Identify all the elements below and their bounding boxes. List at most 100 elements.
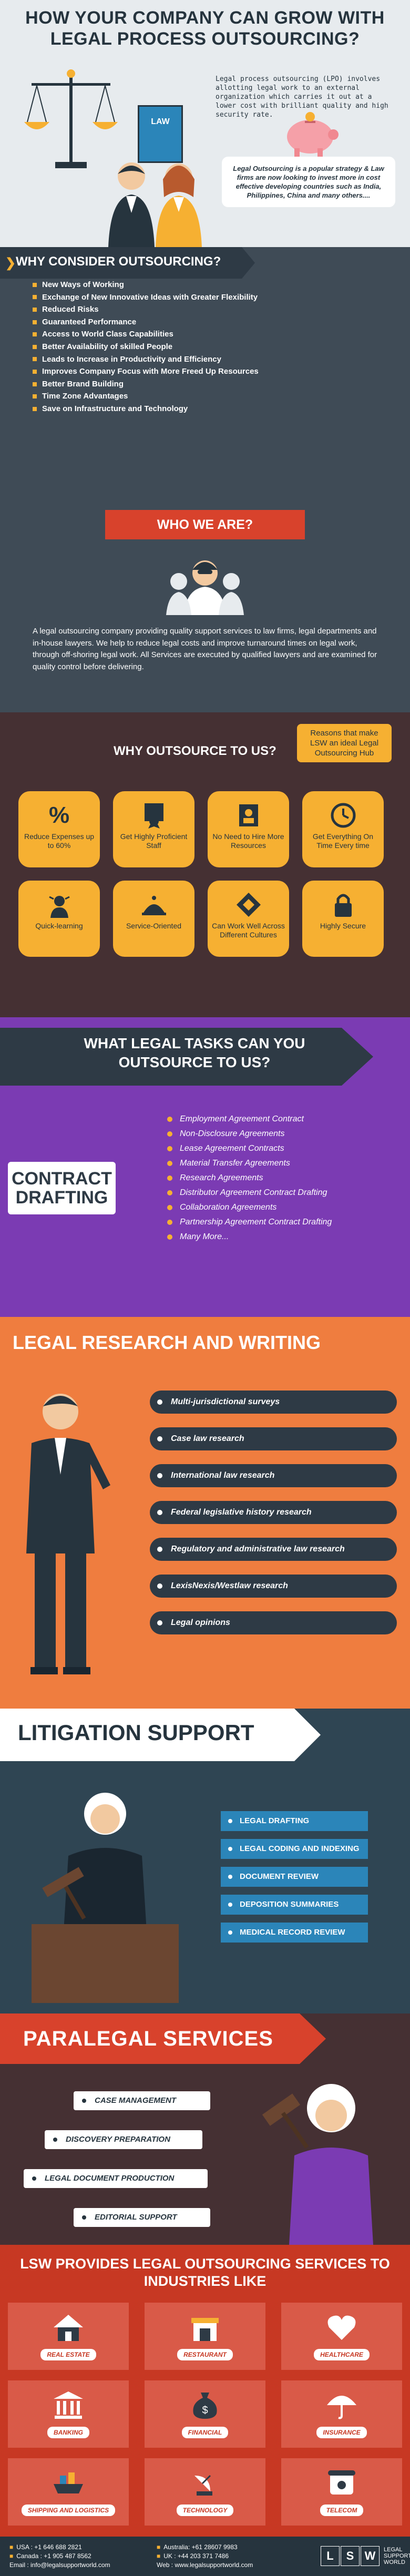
industry-card: RESTAURANT <box>145 2303 265 2370</box>
bullet-icon <box>157 1473 162 1478</box>
team-icon <box>166 560 244 615</box>
house-icon <box>50 2309 87 2346</box>
bullet-icon: ■ <box>157 2552 161 2560</box>
research-item: Regulatory and administrative law resear… <box>150 1538 397 1561</box>
industry-card: BANKING <box>8 2380 129 2448</box>
bullet-icon <box>167 1117 172 1122</box>
reason-card: Get Highly Proficient Staff <box>113 791 194 867</box>
bullet-icon <box>33 307 37 312</box>
bullet-icon <box>32 2176 36 2181</box>
lock-icon <box>325 890 362 919</box>
list-item: Reduced Risks <box>33 303 259 316</box>
paralegal-item: DISCOVERY PREPARATION <box>45 2130 202 2149</box>
web-link[interactable]: Web : www.legalsupportworld.com <box>157 2561 253 2569</box>
industry-card: SHIPPING AND LOGISTICS <box>8 2458 129 2526</box>
bullet-icon <box>33 357 37 362</box>
who-we-are-title: WHO WE ARE? <box>105 510 305 539</box>
litigation-item: LEGAL DRAFTING <box>221 1811 368 1831</box>
legal-research-section: LEGAL RESEARCH AND WRITING Multi-jurisdi… <box>0 1317 410 1709</box>
bullet-icon <box>82 2215 86 2220</box>
list-item: Many More... <box>167 1230 332 1244</box>
scales-of-justice-icon <box>24 69 118 168</box>
judge-icon <box>262 2084 373 2245</box>
reason-card: No Need to Hire More Resources <box>208 791 289 867</box>
bullet-icon <box>33 344 37 349</box>
who-we-are-section: WHO WE ARE? A legal outsourcing company … <box>0 499 410 712</box>
piggy-bank-icon <box>287 112 339 157</box>
bullet-icon: ■ <box>9 2552 14 2560</box>
why-us-callout: Reasons that make LSW an ideal Legal Out… <box>297 724 392 762</box>
clock-icon <box>325 801 362 830</box>
paralegal-title: PARALEGAL SERVICES <box>23 2027 273 2050</box>
paralegal-item: EDITORIAL SUPPORT <box>74 2208 210 2227</box>
bullet-icon <box>228 1930 232 1935</box>
list-item: Research Agreements <box>167 1171 332 1185</box>
money-bag-icon: $ <box>187 2387 223 2424</box>
why-us-title: WHY OUTSOURCE TO US? <box>114 744 276 758</box>
list-item: New Ways of Working <box>33 279 259 291</box>
paralegal-section: PARALEGAL SERVICES CASE MANAGEMENT DISCO… <box>0 2013 410 2245</box>
bullet-icon <box>157 1510 162 1515</box>
ship-icon <box>50 2465 87 2501</box>
brain-icon <box>41 890 78 919</box>
no-hire-icon <box>230 801 267 830</box>
litigation-section: LITIGATION SUPPORT LEGAL DRAFTING LEGAL … <box>0 1709 410 2013</box>
bullet-icon: ■ <box>157 2543 161 2551</box>
list-item: Material Transfer Agreements <box>167 1156 332 1171</box>
list-item: Collaboration Agreements <box>167 1200 332 1215</box>
bullet-icon <box>167 1220 172 1225</box>
percent-icon: % <box>48 802 70 828</box>
litigation-item: DEPOSITION SUMMARIES <box>221 1895 368 1915</box>
research-item: Legal opinions <box>150 1611 397 1634</box>
contract-drafting-badge: CONTRACT DRAFTING <box>8 1162 116 1214</box>
intro-text: Legal process outsourcing (LPO) involves… <box>216 75 388 119</box>
reason-card: % Reduce Expenses up to 60% <box>18 791 100 867</box>
outsourcing-quote: Legal Outsourcing is a popular strategy … <box>222 157 395 207</box>
why-outsource-to-us-section: WHY OUTSOURCE TO US? Reasons that make L… <box>0 712 410 1017</box>
bullet-icon <box>157 1583 162 1589</box>
bullet-icon <box>167 1190 172 1195</box>
lsw-logo: L S W LEGAL SUPPORT WORLD <box>321 2546 410 2566</box>
section-arrow-shape <box>0 2013 326 2064</box>
bullet-icon: ■ <box>9 2543 14 2551</box>
paralegal-item: CASE MANAGEMENT <box>74 2091 210 2110</box>
svg-text:$: $ <box>202 2405 208 2416</box>
service-icon <box>136 890 172 919</box>
bullet-icon <box>167 1175 172 1181</box>
research-item: LexisNexis/Westlaw research <box>150 1575 397 1598</box>
bullet-icon <box>228 1875 232 1879</box>
bullet-icon <box>33 369 37 374</box>
page-title: How your company can grow with legal pro… <box>25 8 385 49</box>
list-item: Improves Company Focus with More Freed U… <box>33 365 259 378</box>
bank-icon <box>50 2387 87 2424</box>
footer-section: ■USA : +1 646 688 2821 ■Australia: +61 2… <box>0 2537 410 2576</box>
industry-card: TECHNOLOGY <box>145 2458 265 2526</box>
list-item: Non-Disclosure Agreements <box>167 1127 332 1141</box>
bullet-icon <box>167 1161 172 1166</box>
bullet-icon <box>157 1620 162 1626</box>
list-item: Guaranteed Performance <box>33 316 259 329</box>
reason-card: Get Everything On Time Every time <box>302 791 384 867</box>
list-item: Better Availability of skilled People <box>33 341 259 353</box>
industry-card: REAL ESTATE <box>8 2303 129 2370</box>
list-item: Partnership Agreement Contract Drafting <box>167 1215 332 1230</box>
phone-icon <box>323 2465 360 2501</box>
research-item: Federal legislative history research <box>150 1501 397 1524</box>
bullet-icon <box>228 1847 232 1851</box>
list-item: Employment Agreement Contract <box>167 1112 332 1127</box>
bullet-icon <box>33 320 37 324</box>
legal-tasks-list: Employment Agreement Contract Non-Disclo… <box>167 1112 332 1244</box>
law-book-icon: LAW <box>138 105 183 163</box>
restaurant-icon <box>187 2309 223 2346</box>
bullet-icon <box>157 1547 162 1552</box>
bullet-icon <box>228 1903 232 1907</box>
why-consider-list: New Ways of Working Exchange of New Inno… <box>33 279 259 415</box>
header-section: How your company can grow with legal pro… <box>0 0 410 247</box>
email-link[interactable]: Email : info@legalsupportworld.com <box>9 2561 110 2569</box>
industry-card: HEALTHCARE <box>281 2303 402 2370</box>
judge-gavel-icon <box>32 1793 179 2003</box>
industry-card: $ FINANCIAL <box>145 2380 265 2448</box>
umbrella-icon <box>323 2387 360 2424</box>
reason-card: Quick-learning <box>18 881 100 957</box>
